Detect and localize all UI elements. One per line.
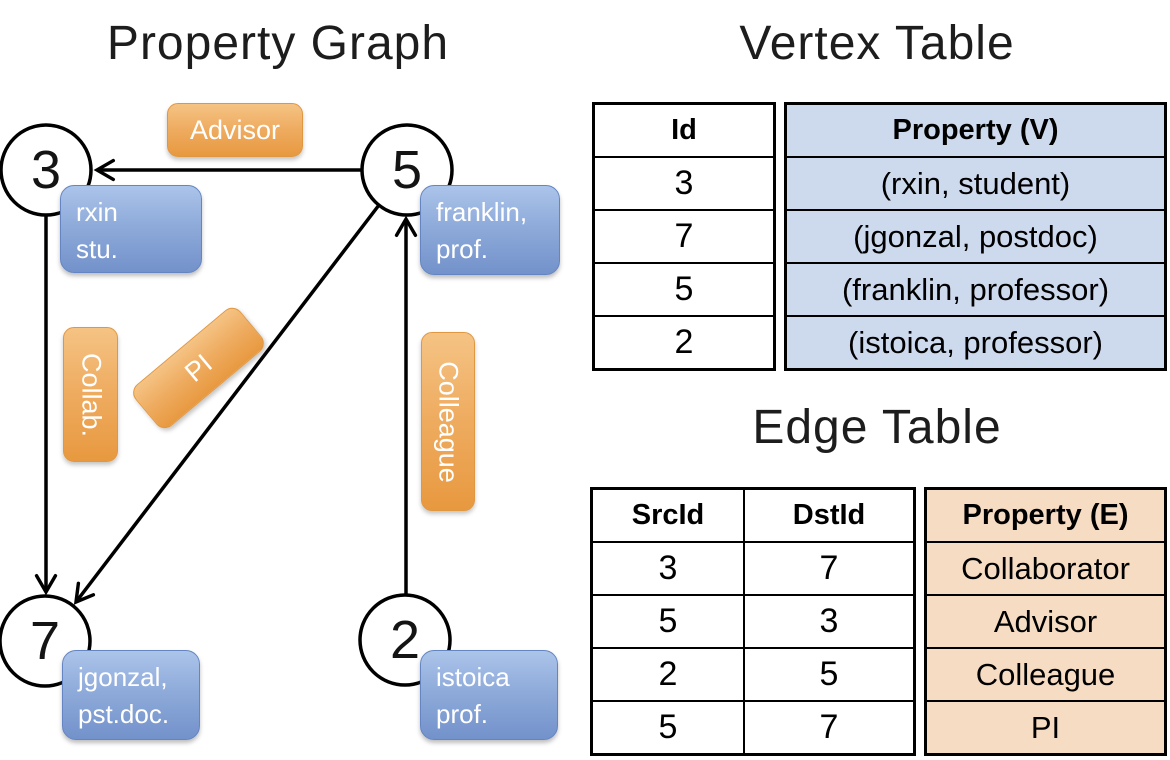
edge-dstid-cell: 5 (743, 647, 913, 700)
node-id-3: 3 (30, 140, 62, 200)
edge-label-collab: Collab. (63, 327, 118, 462)
vertex-property-line: prof. (436, 234, 489, 264)
edge-table: SrcId DstId 3 7 5 3 2 5 5 7 Property (E)… (590, 487, 1167, 756)
edge-property-cell: PI (927, 700, 1164, 753)
vertex-table: Id 3 7 5 2 Property (V) (rxin, student) … (592, 102, 1167, 371)
vertex-property-line: franklin, (436, 197, 528, 227)
vertex-id-cell: 3 (595, 156, 773, 209)
edge-srcid-cell: 5 (593, 594, 743, 647)
vertex-property-box-7: jgonzal, pst.doc. (62, 650, 200, 740)
edge-table-header-dstid: DstId (743, 490, 913, 541)
edge-srcid-cell: 5 (593, 700, 743, 753)
edge-table-header-srcid: SrcId (631, 499, 705, 531)
edge-label-advisor: Advisor (167, 103, 303, 157)
node-id-7: 7 (29, 611, 61, 671)
property-graph-canvas (0, 123, 454, 688)
edge-table-property-column: Property (E) Collaborator Advisor Collea… (924, 487, 1167, 756)
vertex-property-line: istoica (436, 662, 510, 692)
vertex-table-id-column: Id 3 7 5 2 (592, 102, 776, 371)
edge-srcid-cell: 3 (593, 541, 743, 594)
edge-property-cell: Advisor (927, 594, 1164, 647)
vertex-property-line: prof. (436, 699, 489, 729)
vertex-property-box-3: rxin stu. (60, 185, 202, 273)
vertex-table-header-property: Property (V) (787, 105, 1164, 156)
edge-table-id-columns: SrcId DstId 3 7 5 3 2 5 5 7 (590, 487, 916, 756)
vertex-id-cell: 5 (595, 262, 773, 315)
property-graph-title: Property Graph (106, 17, 450, 70)
edge-label-text: Advisor (189, 114, 281, 145)
edge-dstid-cell: 3 (743, 594, 913, 647)
vertex-property-cell: (rxin, student) (787, 156, 1164, 209)
vertex-property-cell: (istoica, professor) (787, 315, 1164, 368)
edge-label-colleague: Colleague (421, 332, 475, 511)
vertex-table-header-id: Id (671, 114, 697, 146)
vertex-property-line: jgonzal, (78, 662, 168, 692)
vertex-property-line: stu. (76, 234, 118, 264)
edge-srcid-cell: 2 (593, 647, 743, 700)
edge-table-header-property: Property (E) (927, 490, 1164, 541)
vertex-property-cell: (franklin, professor) (787, 262, 1164, 315)
vertex-property-box-5: franklin, prof. (420, 185, 560, 275)
node-id-2: 2 (389, 610, 421, 670)
vertex-property-cell: (jgonzal, postdoc) (787, 209, 1164, 262)
vertex-table-property-column: Property (V) (rxin, student) (jgonzal, p… (784, 102, 1167, 371)
edge-dstid-cell: 7 (743, 700, 913, 753)
edge-label-text: PI (178, 347, 218, 388)
edge-property-cell: Colleague (927, 647, 1164, 700)
vertex-property-box-2: istoica prof. (420, 650, 558, 740)
node-id-5: 5 (391, 140, 423, 200)
edge-label-text: Collab. (76, 352, 106, 437)
edge-table-title: Edge Table (752, 401, 1002, 454)
vertex-property-line: rxin (76, 197, 118, 227)
edge-label-text: Colleague (433, 360, 464, 483)
edge-arrow-5-to-7 (73, 203, 381, 605)
vertex-id-cell: 7 (595, 209, 773, 262)
vertex-property-line: pst.doc. (78, 699, 170, 729)
edge-dstid-cell: 7 (743, 541, 913, 594)
vertex-id-cell: 2 (595, 315, 773, 368)
edge-property-cell: Collaborator (927, 541, 1164, 594)
vertex-table-title: Vertex Table (739, 17, 1015, 70)
